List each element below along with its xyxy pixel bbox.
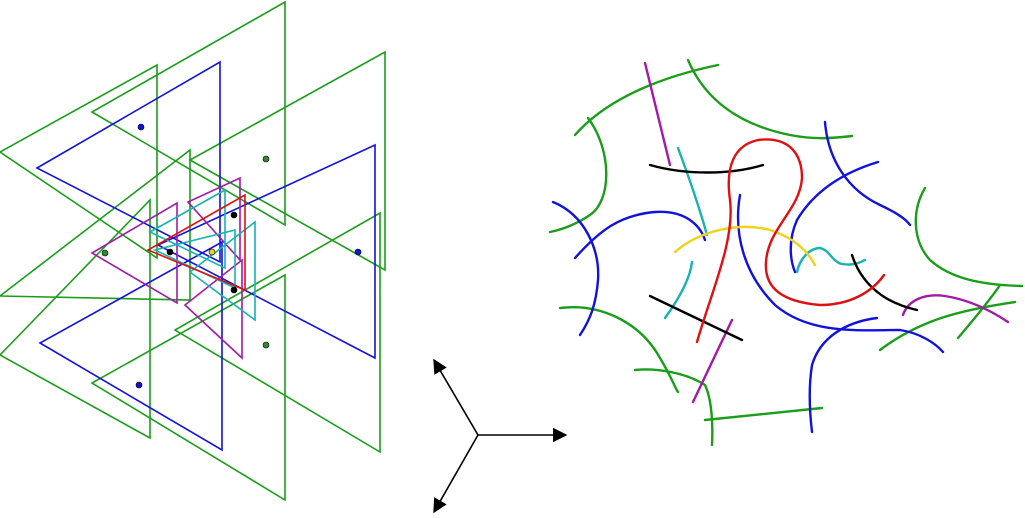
center-dot <box>230 286 238 294</box>
center-dot <box>166 248 174 256</box>
cyan-curve <box>676 146 709 237</box>
center-dot <box>135 381 143 389</box>
green-curve <box>686 58 854 140</box>
magenta-triangle <box>186 176 241 263</box>
center-dot <box>101 249 109 257</box>
green-triangle <box>188 50 386 272</box>
curve-arrangement <box>548 58 1024 447</box>
center-dot <box>262 155 270 163</box>
green-curve <box>914 186 1024 288</box>
green-curve <box>956 283 1002 340</box>
magenta-curve <box>901 294 1010 324</box>
green-triangle <box>0 148 191 301</box>
green-curve <box>573 63 720 137</box>
center-dot <box>262 341 270 349</box>
red-curve <box>695 138 886 344</box>
center-dot <box>208 248 216 256</box>
triangle-arrangement <box>0 0 386 502</box>
black-curve <box>648 163 765 174</box>
cyan-triangle <box>148 188 226 270</box>
blue-curve <box>808 316 879 434</box>
black-curve <box>850 253 919 312</box>
green-triangle <box>90 0 286 227</box>
black-curve <box>648 294 744 342</box>
magenta-triangle <box>90 201 178 305</box>
cyan-curve <box>663 260 694 320</box>
blue-curve <box>736 193 945 354</box>
blue-triangle <box>35 60 221 264</box>
direction-axes <box>433 358 568 514</box>
blue-curve <box>789 160 880 274</box>
center-dot <box>354 248 362 256</box>
axis-arrow-lower-left <box>433 434 479 514</box>
magenta-curve <box>691 318 734 404</box>
green-triangle <box>0 198 151 440</box>
magenta-curve <box>643 61 672 167</box>
center-dot <box>137 123 145 131</box>
green-curve <box>548 116 608 234</box>
green-curve <box>878 300 1017 352</box>
axis-arrow-upper-left <box>433 358 479 436</box>
center-dot <box>230 211 238 219</box>
red-triangle <box>146 193 246 292</box>
yellow-curve <box>673 225 817 267</box>
green-triangle <box>0 63 158 260</box>
green-curve <box>633 368 714 447</box>
magenta-triangle <box>183 258 243 360</box>
cyan-triangle <box>188 220 256 322</box>
green-triangle <box>173 211 381 454</box>
blue-curve <box>551 200 600 337</box>
green-curve <box>703 406 824 422</box>
blue-triangle <box>38 240 223 452</box>
blue-triangle <box>156 143 376 360</box>
green-curve <box>558 306 680 394</box>
green-triangle <box>90 273 286 502</box>
blue-curve <box>823 120 912 227</box>
blue-curve <box>573 210 707 260</box>
